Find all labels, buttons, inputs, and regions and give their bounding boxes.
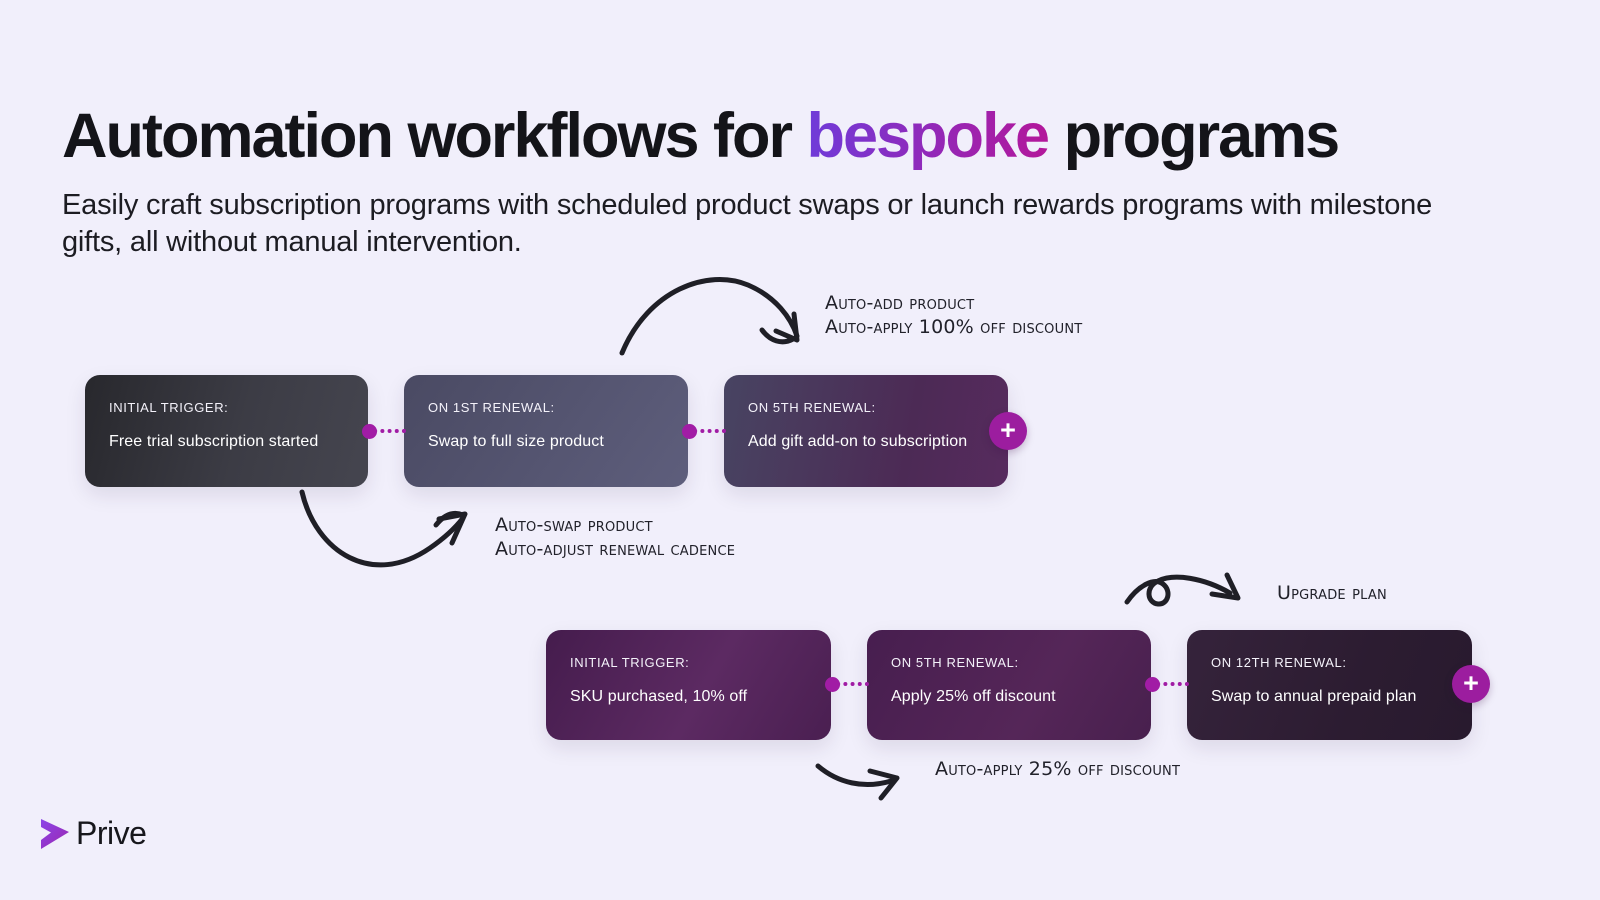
card-body: Apply 25% off discount (891, 688, 1056, 705)
annotation-auto-add: Auto-add product Auto-apply 100% off dis… (825, 291, 1082, 339)
arrow-upgrade (1124, 574, 1233, 607)
annotation-upgrade-plan: Upgrade plan (1277, 581, 1387, 605)
card-header: ON 12TH RENEWAL: (1211, 655, 1347, 670)
annotation-auto-apply: Auto-apply 25% off discount (935, 757, 1180, 781)
connector-dotted-line (825, 676, 869, 692)
prive-logo-text: Prive (76, 815, 147, 851)
page-title-suffix: programs (1048, 101, 1341, 172)
workflow-card-1st-renewal: ON 1ST RENEWAL: Swap to full size produc… (404, 375, 688, 487)
prive-logo-icon (41, 818, 69, 849)
card-body: Swap to full size product (428, 433, 604, 450)
annotation-line: Upgrade plan (1277, 582, 1387, 604)
annotation-line: Auto-apply 25% off discount (935, 758, 1181, 780)
connector-dot (362, 423, 377, 439)
connector-dotted-line (362, 423, 406, 439)
arrow-auto-apply (815, 763, 894, 787)
page-title: Automation workflows for bespoke program… (62, 100, 1341, 172)
card-header: INITIAL TRIGGER: (570, 655, 690, 670)
card-header: ON 5TH RENEWAL: (891, 655, 1019, 670)
arrow-auto-add-head (759, 311, 800, 345)
annotation-line: Auto-add product (825, 292, 975, 314)
plus-icon: + (1463, 667, 1479, 698)
card-header: ON 5TH RENEWAL: (748, 400, 876, 415)
annotation-line: Auto-swap product (495, 514, 653, 536)
card-header: ON 1ST RENEWAL: (428, 400, 555, 415)
annotation-line: Auto-adjust renewal cadence (495, 538, 736, 560)
card-body: Swap to annual prepaid plan (1211, 688, 1417, 705)
card-header: INITIAL TRIGGER: (109, 400, 229, 415)
connector-dot (825, 676, 840, 692)
workflow-card-12th-renewal: ON 12TH RENEWAL: Swap to annual prepaid … (1187, 630, 1472, 740)
connector-dotted-line (682, 423, 726, 439)
arrow-auto-swap-head (433, 510, 468, 546)
connector-dot (1145, 676, 1160, 692)
annotation-auto-swap: Auto-swap product Auto-adjust renewal ca… (495, 513, 735, 561)
card-body: Free trial subscription started (109, 433, 319, 450)
workflow-card-5th-renewal-gift: ON 5TH RENEWAL: Add gift add-on to subsc… (724, 375, 1008, 487)
arrow-auto-swap (299, 489, 466, 568)
arrow-auto-add (619, 276, 800, 356)
annotation-line: Auto-apply 100% off discount (825, 316, 1083, 338)
page-title-prefix: Automation workflows for (62, 101, 807, 172)
add-step-button[interactable]: + (989, 412, 1027, 450)
card-body: Add gift add-on to subscription (748, 433, 968, 450)
workflow-card-5th-renewal-discount: ON 5TH RENEWAL: Apply 25% off discount (867, 630, 1151, 740)
workflow-card-initial-trigger-2: INITIAL TRIGGER: SKU purchased, 10% off (546, 630, 831, 740)
connector-dot (682, 423, 697, 439)
arrow-auto-apply-head (867, 768, 900, 801)
plus-icon: + (1000, 414, 1016, 445)
workflow-card-initial-trigger-1: INITIAL TRIGGER: Free trial subscription… (85, 375, 368, 487)
arrow-upgrade-head (1209, 572, 1241, 601)
page-subtitle: Easily craft subscription programs with … (62, 189, 1432, 258)
card-body: SKU purchased, 10% off (570, 688, 748, 705)
connector-dotted-line (1145, 676, 1189, 692)
add-step-button[interactable]: + (1452, 665, 1490, 703)
page-title-highlight: bespoke (806, 101, 1050, 172)
prive-logo: Prive (38, 815, 147, 852)
